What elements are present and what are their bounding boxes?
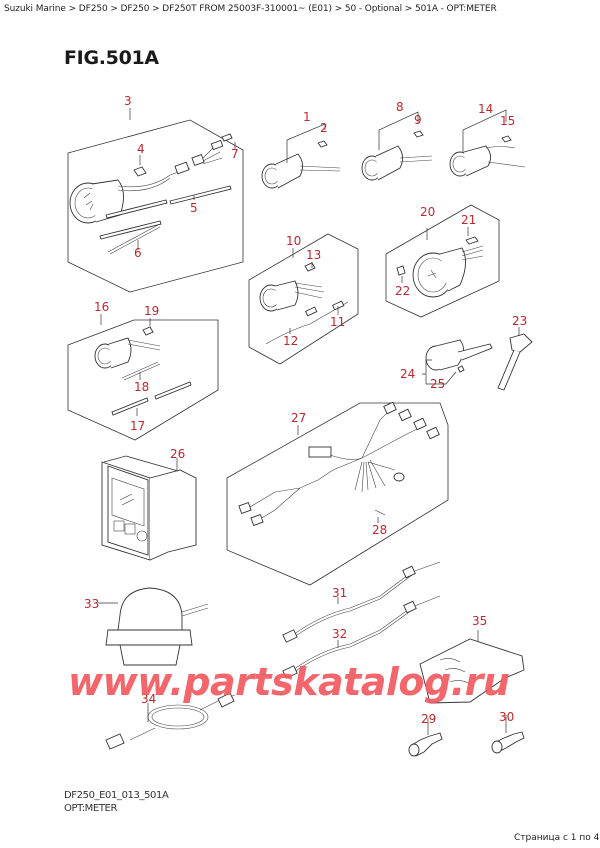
figure-name: OPT:METER (64, 803, 118, 814)
holder-23[interactable] (497, 333, 533, 391)
callout-28[interactable]: 28 (372, 523, 387, 537)
callout-15[interactable]: 15 (500, 114, 515, 128)
callout-4[interactable]: 4 (137, 142, 145, 156)
callout-34[interactable]: 34 (141, 692, 156, 706)
harness-27-kit[interactable] (226, 401, 449, 586)
gauge-14[interactable] (449, 135, 526, 177)
figure-code: DF250_E01_013_501A (64, 790, 169, 801)
callout-24[interactable]: 24 (400, 367, 415, 381)
multi-function-display-26[interactable] (101, 455, 197, 561)
callout-8[interactable]: 8 (396, 100, 404, 114)
group-16-kit[interactable] (67, 319, 219, 441)
figure-title: FIG.501A (64, 47, 159, 69)
callout-33[interactable]: 33 (84, 597, 99, 611)
page-indicator: Страница с 1 по 4 (514, 833, 600, 843)
callout-5[interactable]: 5 (190, 201, 198, 215)
callout-16[interactable]: 16 (94, 300, 109, 314)
callout-11[interactable]: 11 (330, 315, 345, 329)
callout-31[interactable]: 31 (332, 586, 347, 600)
callout-18[interactable]: 18 (134, 380, 149, 394)
cable-34[interactable] (105, 692, 236, 750)
callout-6[interactable]: 6 (134, 246, 142, 260)
callout-22[interactable]: 22 (395, 284, 410, 298)
callout-25[interactable]: 25 (430, 377, 445, 391)
sensor-33[interactable] (105, 587, 209, 666)
label-sheet-35[interactable] (419, 638, 525, 704)
group-20-kit[interactable] (385, 204, 500, 318)
callout-27[interactable]: 27 (291, 411, 306, 425)
callout-23[interactable]: 23 (512, 314, 527, 328)
callout-19[interactable]: 19 (144, 304, 159, 318)
callout-20[interactable]: 20 (420, 205, 435, 219)
callout-26[interactable]: 26 (170, 447, 185, 461)
callout-12[interactable]: 12 (283, 334, 298, 348)
harness-31[interactable] (282, 561, 441, 643)
screw-25[interactable] (457, 365, 465, 373)
callout-1[interactable]: 1 (303, 110, 311, 124)
callout-32[interactable]: 32 (332, 627, 347, 641)
bracket-24[interactable] (425, 339, 493, 371)
callout-35[interactable]: 35 (472, 614, 487, 628)
callout-9[interactable]: 9 (414, 113, 422, 127)
callout-21[interactable]: 21 (461, 213, 476, 227)
callout-17[interactable]: 17 (130, 419, 145, 433)
callout-14[interactable]: 14 (478, 102, 493, 116)
callout-29[interactable]: 29 (421, 712, 436, 726)
plug-29[interactable] (408, 732, 443, 757)
callout-2[interactable]: 2 (320, 121, 328, 135)
group-3-kit[interactable] (67, 119, 244, 293)
gauge-1[interactable] (261, 140, 341, 189)
callout-13[interactable]: 13 (306, 248, 321, 262)
callout-10[interactable]: 10 (286, 234, 301, 248)
harness-32[interactable] (282, 595, 441, 679)
group-10-kit[interactable] (248, 233, 359, 365)
plug-30[interactable] (491, 731, 525, 754)
callout-7[interactable]: 7 (231, 147, 239, 161)
gauge-8[interactable] (361, 130, 433, 181)
callout-3[interactable]: 3 (124, 94, 132, 108)
breadcrumb[interactable]: Suzuki Marine > DF250 > DF250 > DF250T F… (4, 4, 497, 14)
callout-30[interactable]: 30 (499, 710, 514, 724)
